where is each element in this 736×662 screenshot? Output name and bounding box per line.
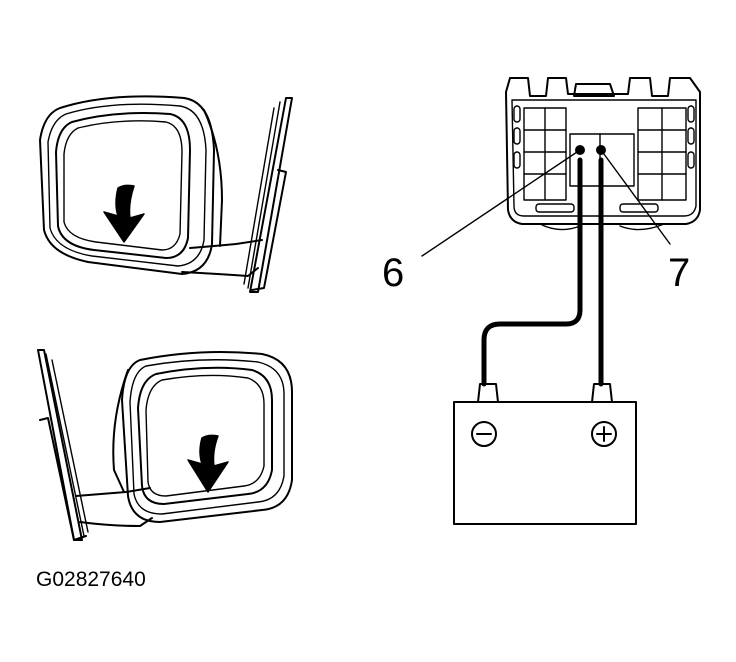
battery [453, 383, 637, 525]
down-arrow-icon [187, 434, 229, 493]
plus-circle-icon [591, 421, 617, 447]
terminal-7-label: 7 [668, 251, 690, 295]
down-arrow-icon [103, 184, 145, 243]
minus-circle-icon [471, 421, 497, 447]
leader-line-7 [600, 149, 671, 245]
upper-side-mirror [39, 95, 293, 293]
terminal-6-label: 6 [382, 251, 404, 295]
lower-side-mirror [37, 349, 293, 541]
leader-line-6 [421, 149, 581, 257]
negative-wire [481, 157, 583, 387]
figure-code: G02827640 [36, 568, 146, 591]
